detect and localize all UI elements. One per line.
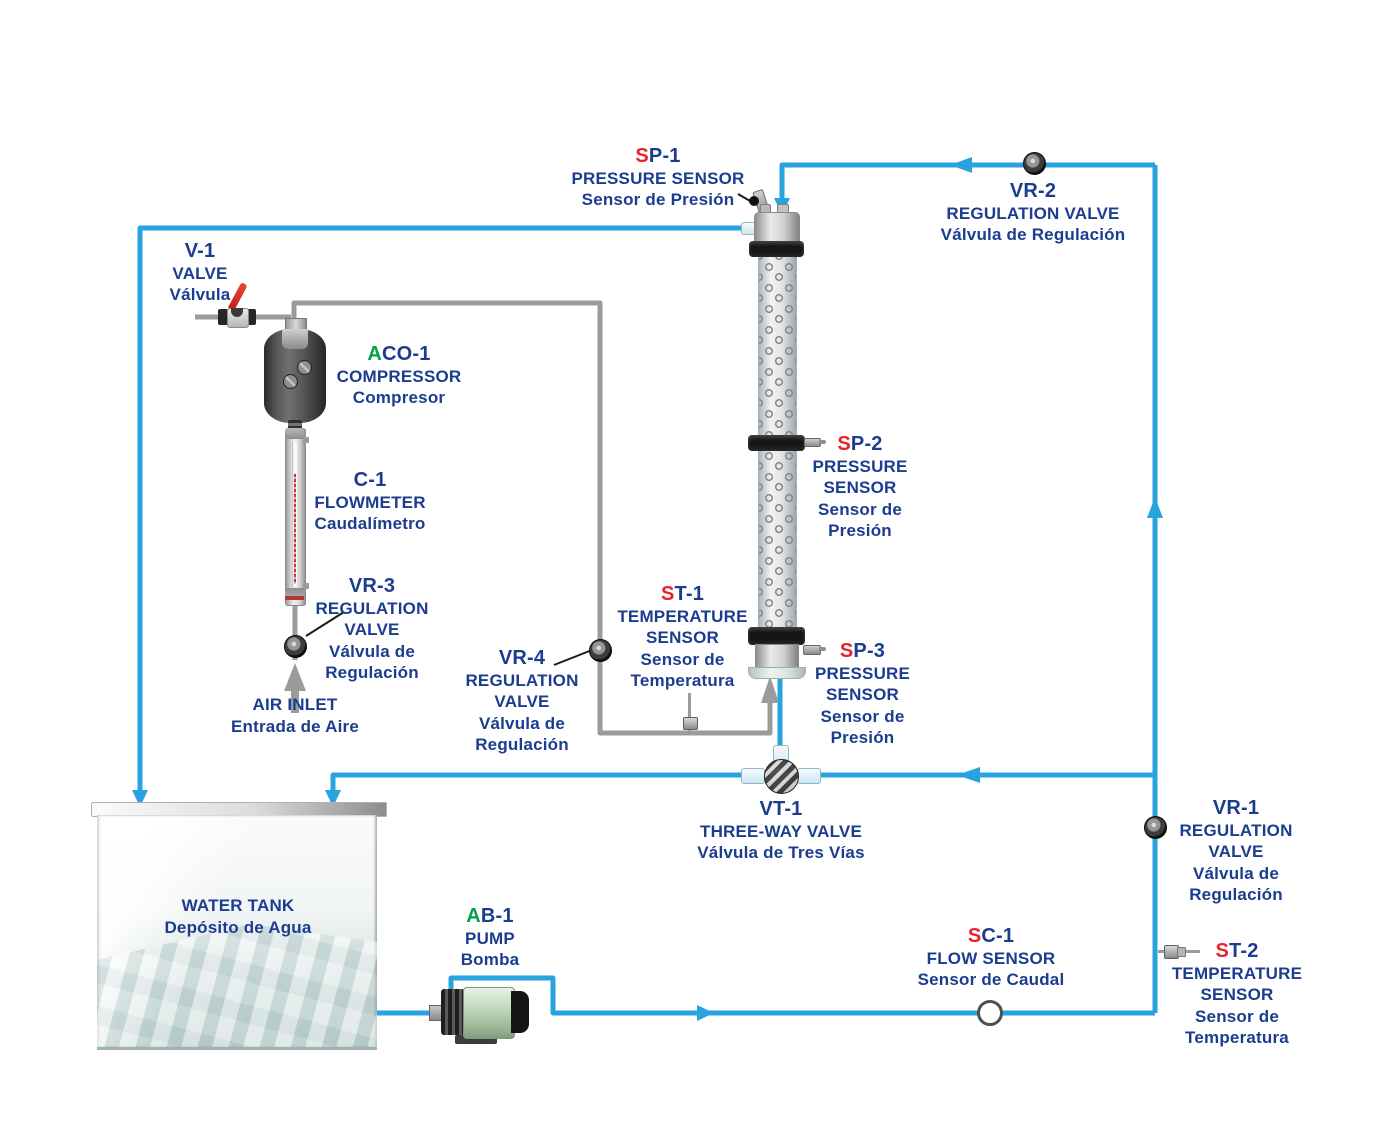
label-water-tank: WATER TANK Depósito de Agua [164, 896, 312, 937]
column-flange-mid [748, 435, 805, 451]
compressor-screw-icon [283, 374, 298, 389]
tank-body [97, 815, 377, 1050]
flow-sensor-sc1-icon [977, 1000, 1003, 1026]
regulation-valve-vr2-knob [1023, 152, 1046, 175]
flowmeter-float-scale [293, 474, 296, 584]
pipe-compressor-discharge [291, 300, 773, 736]
st2-temperature-sensor-icon [1158, 944, 1204, 960]
pointer-vr3 [305, 611, 345, 637]
label-air-inlet: AIR INLET Entrada de Aire [230, 695, 360, 736]
label-sp2: SP-2 PRESSURE SENSOR Sensor de Presión [812, 433, 908, 540]
water-tank [91, 802, 387, 1052]
regulation-valve-vr3-knob [284, 635, 307, 658]
flow-arrow-top-left [950, 157, 972, 173]
flow-arrow-into-tank-left [132, 790, 148, 807]
compressor-screw-icon [297, 360, 312, 375]
label-ab1: AB-1 PUMP Bomba [460, 905, 520, 969]
label-aco1: ACO-1 COMPRESSOR Compresor [336, 343, 462, 407]
label-st1: ST-1 TEMPERATURE SENSOR Sensor de Temper… [617, 583, 748, 690]
three-way-valve-vt1 [738, 742, 822, 798]
regulation-valve-vr4-knob [589, 639, 612, 662]
label-sp1: SP-1 PRESSURE SENSOR Sensor de Presión [513, 145, 803, 211]
label-st2: ST-2 TEMPERATURE SENSOR Sensor de Temper… [1171, 940, 1303, 1047]
pointer-vr4 [553, 649, 593, 666]
pipe-pump-discharge [448, 975, 1155, 1016]
column-bottom-skirt [748, 667, 806, 679]
pump-head [441, 989, 465, 1035]
pipe-top-left-to-tank [137, 225, 745, 792]
absorption-column [740, 186, 830, 682]
flow-arrow-bottom-right [697, 1005, 714, 1021]
pump-end-cap [511, 991, 529, 1033]
st1-temperature-sensor-icon [682, 693, 698, 735]
column-flange-top [749, 241, 804, 257]
label-vr4: VR-4 REGULATION VALVE Válvula de Regulac… [465, 647, 579, 754]
vt1-ball [764, 759, 799, 794]
flow-arrow-mid-left [957, 767, 980, 783]
label-sp3: SP-3 PRESSURE SENSOR Sensor de Presión [814, 640, 911, 747]
label-vt1: VT-1 THREE-WAY VALVE Válvula de Tres Vía… [697, 798, 865, 862]
label-v1: V-1 VALVE Válvula [169, 240, 231, 304]
air-inlet-arrow [284, 663, 306, 713]
pump-motor-body [463, 987, 515, 1039]
column-flange-bottom [748, 627, 805, 645]
label-sc1: SC-1 FLOW SENSOR Sensor de Caudal [917, 925, 1065, 989]
pipe-mid-return [330, 772, 1155, 792]
flow-arrow-into-column-bottom [761, 676, 779, 703]
regulation-valve-vr1-knob [1144, 816, 1167, 839]
label-c1: C-1 FLOWMETER Caudalímetro [314, 469, 426, 533]
label-vr3: VR-3 REGULATION VALVE Válvula de Regulac… [315, 575, 429, 682]
pump-ab1 [429, 983, 533, 1045]
sp1-sensor-dot [749, 196, 759, 206]
label-sp1-code: SP-1 [635, 145, 681, 167]
flow-arrow-into-tank-mid [325, 790, 341, 807]
flow-arrow-riser-up [1147, 497, 1163, 518]
column-top-cap [754, 212, 800, 244]
ball-valve-v1 [214, 282, 260, 328]
compressor-aco1 [262, 316, 328, 442]
label-vr2: VR-2 REGULATION VALVE Válvula de Regulac… [940, 180, 1126, 244]
flowmeter-c1 [285, 428, 311, 606]
pump-base [455, 1035, 497, 1044]
label-vr1: VR-1 REGULATION VALVE Válvula de Regulac… [1179, 797, 1293, 904]
